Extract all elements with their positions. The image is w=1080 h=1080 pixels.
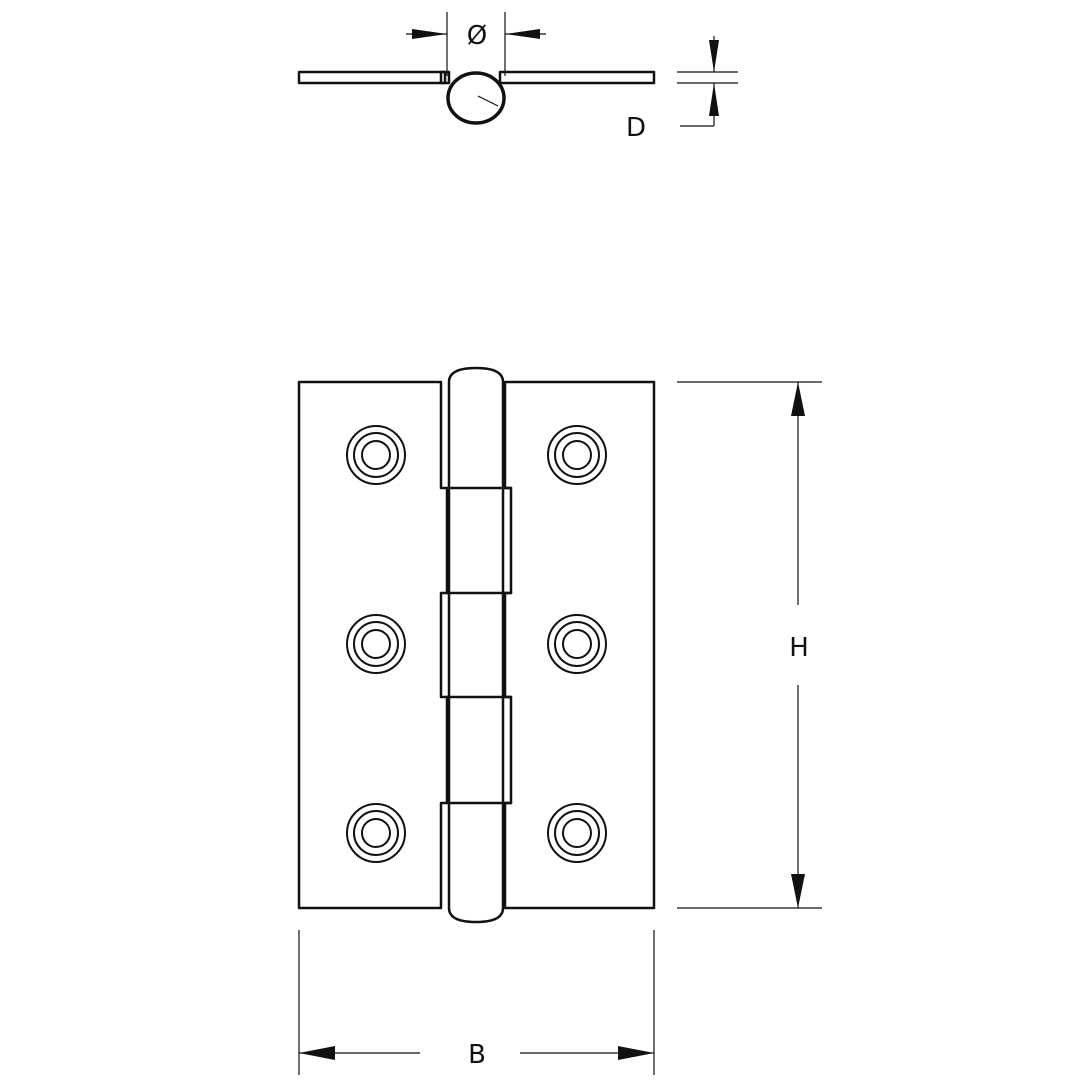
- top-view-knuckle: [446, 71, 506, 125]
- hinge-top-view: [297, 70, 656, 125]
- screw-hole-left-middle: [346, 614, 406, 674]
- depth-label: D: [626, 113, 646, 143]
- width-dimension: B: [298, 930, 655, 1075]
- screw-hole-left-top: [346, 425, 406, 485]
- height-arrow-top: [791, 382, 805, 416]
- height-arrow-bottom: [791, 874, 805, 908]
- left-leaf-outline: [297, 380, 449, 910]
- depth-arrow-top: [709, 40, 719, 72]
- knuckle-barrel: [447, 366, 505, 924]
- width-label: B: [468, 1040, 486, 1070]
- diameter-dimension: Ø: [406, 12, 546, 76]
- height-dimension: H: [677, 381, 822, 909]
- screw-hole-right-bottom: [547, 803, 607, 863]
- screw-hole-right-top: [547, 425, 607, 485]
- hinge-front-view: [297, 366, 656, 924]
- screw-hole-right-middle: [547, 614, 607, 674]
- right-leaf-outline: [503, 380, 656, 910]
- height-label: H: [789, 633, 809, 663]
- top-view-pin-gap: [439, 70, 451, 85]
- diameter-arrow-right: [505, 29, 540, 39]
- depth-dimension: D: [626, 36, 738, 143]
- top-view-radius-line: [477, 95, 499, 107]
- top-view-right-leaf: [498, 70, 656, 85]
- depth-arrow-bottom: [709, 83, 719, 116]
- diameter-label: Ø: [467, 21, 487, 51]
- top-view-left-leaf: [297, 70, 447, 85]
- diameter-arrow-left: [412, 29, 447, 39]
- width-arrow-right: [618, 1046, 654, 1060]
- width-arrow-left: [299, 1046, 335, 1060]
- screw-hole-left-bottom: [346, 803, 406, 863]
